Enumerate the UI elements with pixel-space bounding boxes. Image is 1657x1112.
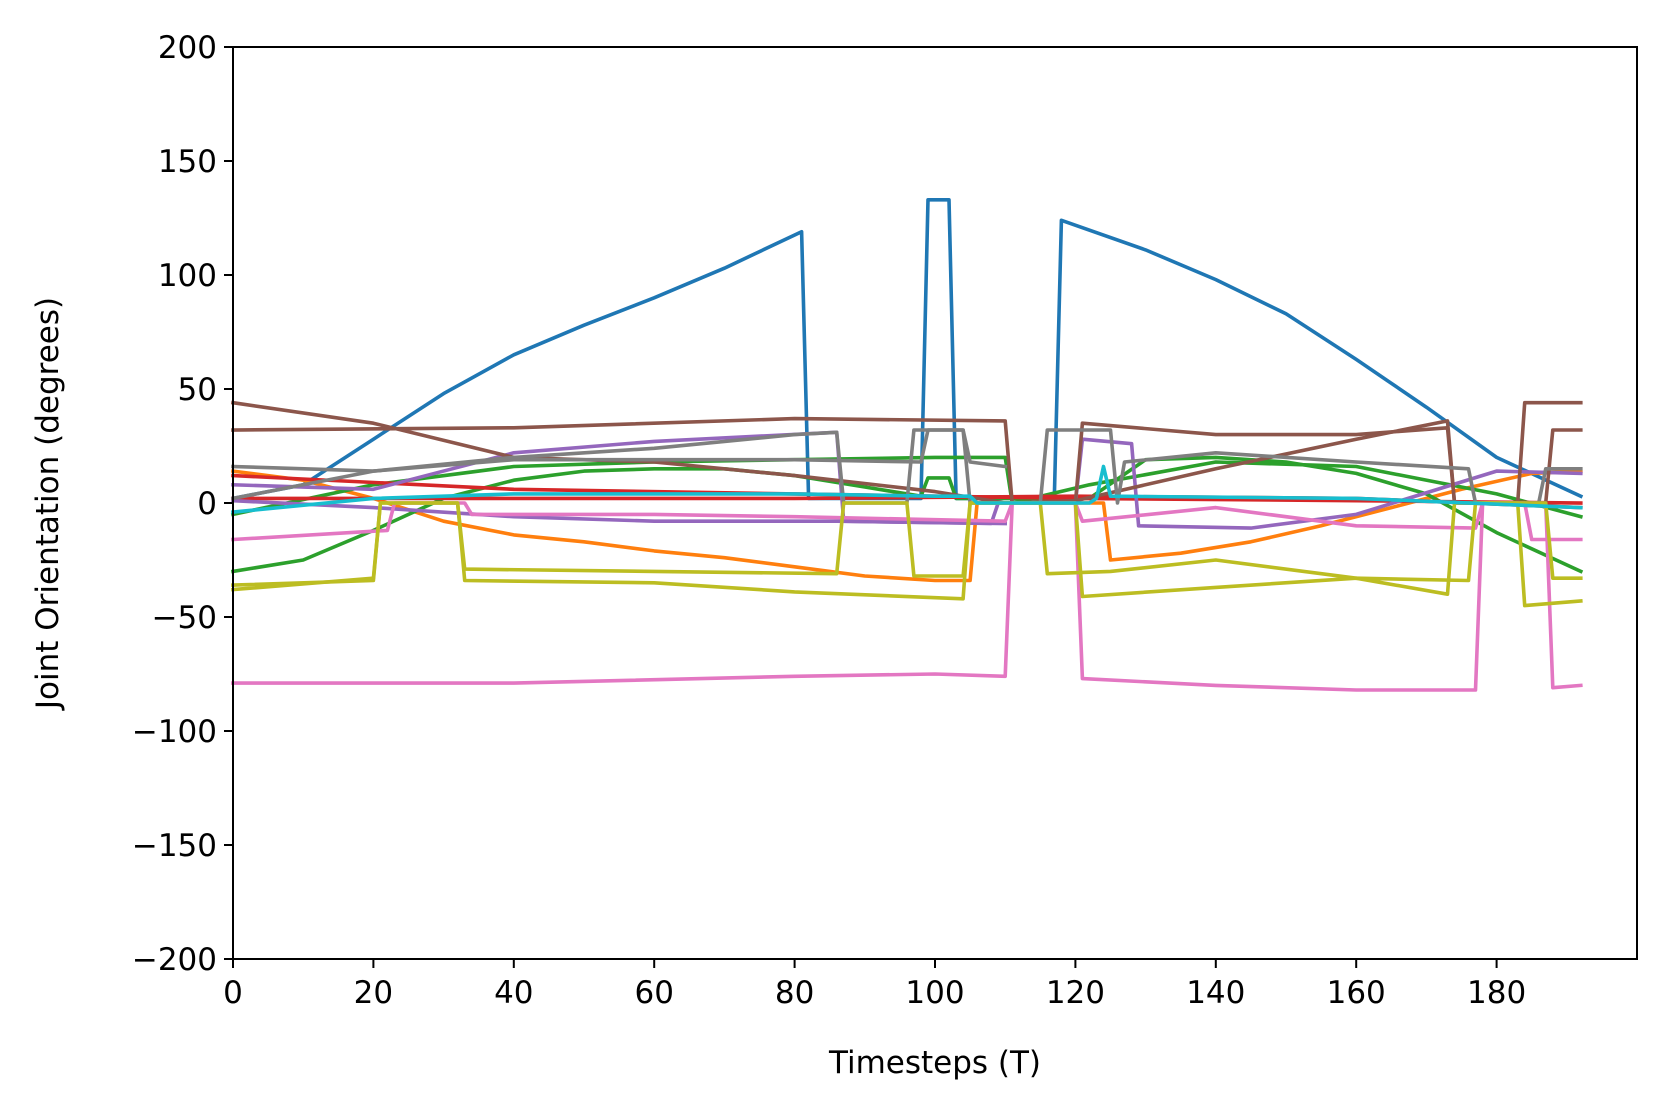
y-tick-label: −150 — [132, 828, 217, 864]
x-tick-label: 40 — [494, 975, 533, 1011]
y-tick-label: 150 — [158, 144, 217, 180]
series-line-1 — [230, 198, 1584, 501]
x-tick-label: 20 — [354, 975, 393, 1011]
y-tick-label: 100 — [158, 258, 217, 294]
y-axis-label: Joint Orientation (degrees) — [30, 297, 66, 711]
y-tick-label: −50 — [152, 600, 217, 636]
x-tick-label: 160 — [1327, 975, 1386, 1011]
series-line-13 — [230, 428, 1583, 505]
y-tick-label: −200 — [132, 942, 217, 978]
x-tick-label: 140 — [1186, 975, 1245, 1011]
series-line-8 — [231, 498, 1008, 526]
x-tick-label: 120 — [1046, 975, 1105, 1011]
series-line-2 — [230, 469, 1583, 583]
x-tick-label: 80 — [775, 975, 814, 1011]
y-tick-label: 50 — [178, 372, 217, 408]
series-line-14 — [231, 428, 1008, 505]
y-tick-label: 0 — [197, 486, 217, 522]
x-tick-label: 100 — [905, 975, 964, 1011]
x-tick-label: 0 — [223, 975, 243, 1011]
y-axis: −200 −150 −100 −50 0 50 100 150 200 — [132, 30, 233, 978]
series-line-4 — [230, 455, 1584, 519]
series-layer — [230, 198, 1584, 692]
y-tick-label: 200 — [158, 30, 217, 66]
x-tick-label: 60 — [634, 975, 673, 1011]
x-tick-label: 180 — [1467, 975, 1526, 1011]
series-line-16 — [231, 501, 1583, 599]
x-axis-label: Timesteps (T) — [828, 1045, 1041, 1081]
series-line-17 — [231, 464, 1583, 515]
x-axis: 0 20 40 60 80 100 120 140 160 180 — [223, 959, 1526, 1011]
y-tick-label: −100 — [132, 714, 217, 750]
